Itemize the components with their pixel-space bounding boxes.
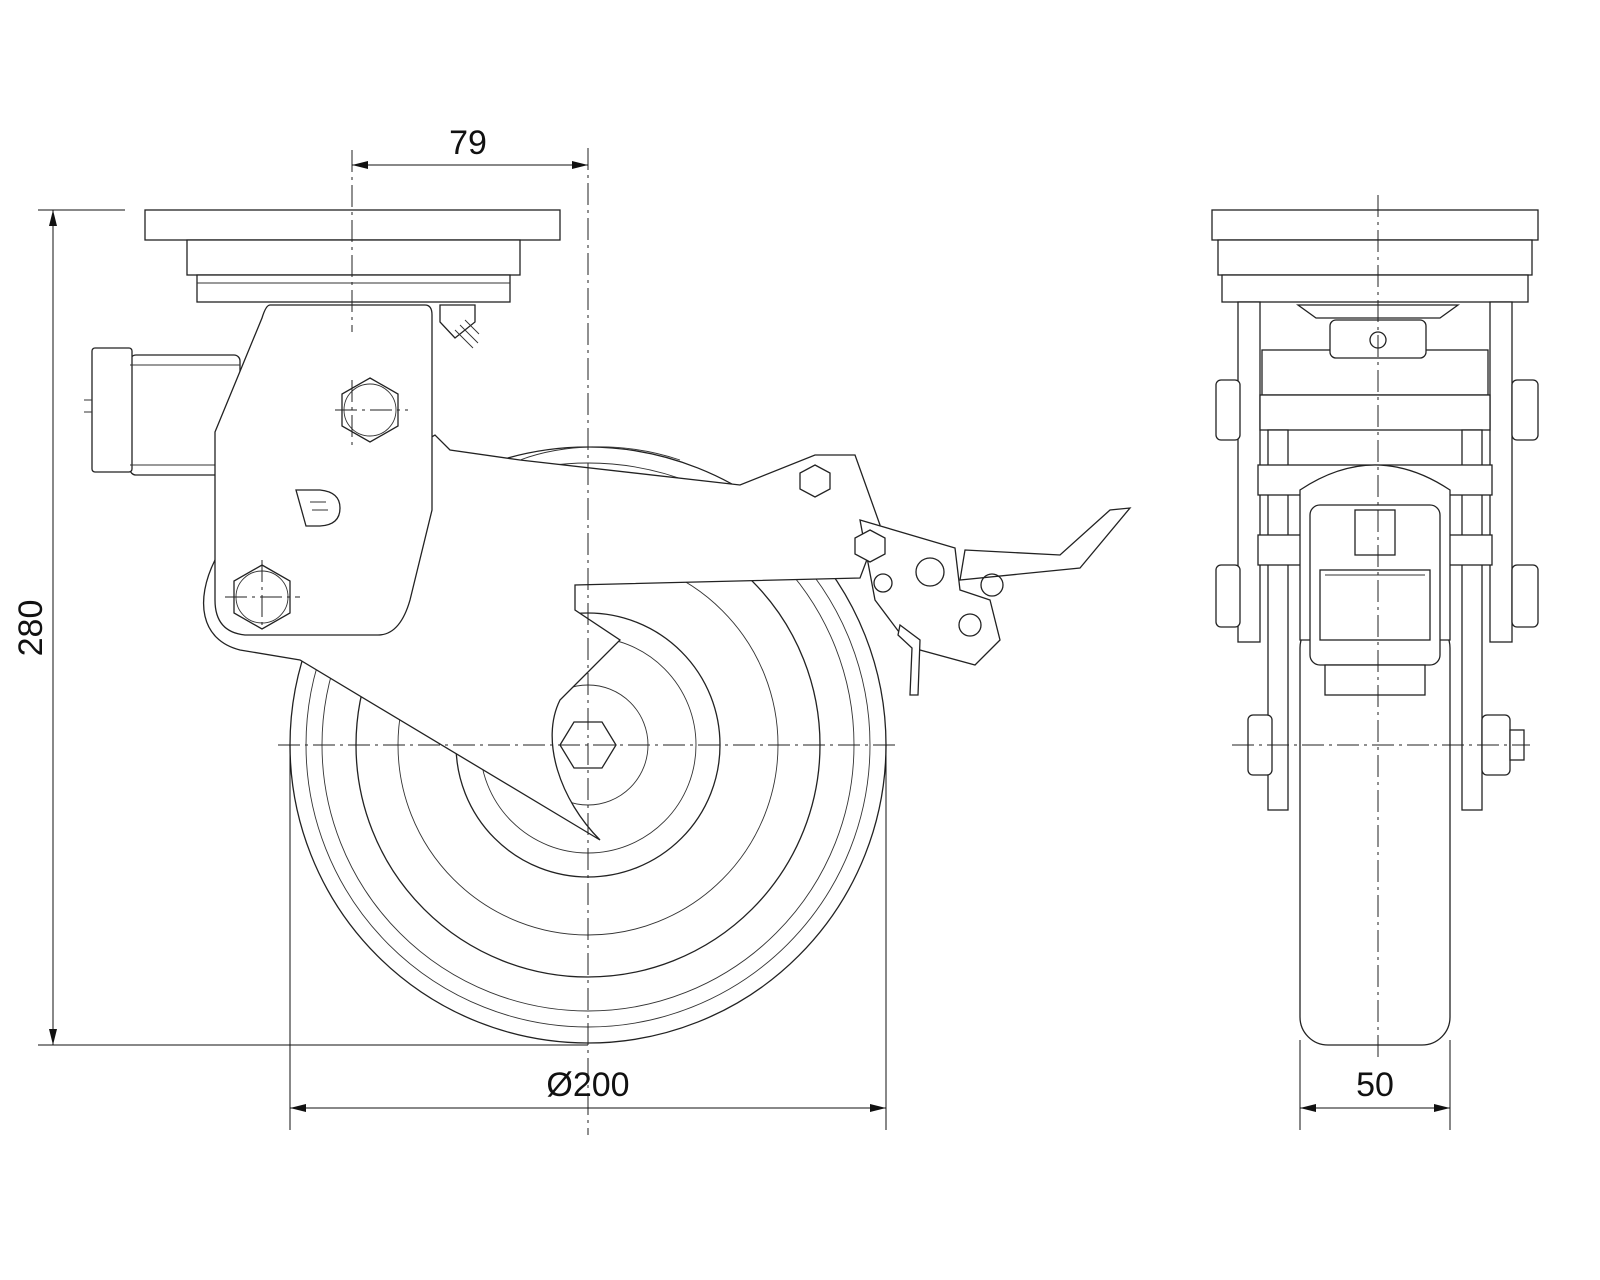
dimension-280-label: 280 [12, 600, 50, 657]
brand-logo [295, 489, 341, 527]
dimension-diameter-200: Ø200 [289, 745, 887, 1130]
dimension-50: 50 [1299, 1040, 1451, 1130]
spring-housing [84, 347, 241, 476]
brake-bolt-1 [799, 464, 831, 498]
dimension-diameter-label: Ø200 [546, 1066, 629, 1104]
dimension-79-label: 79 [449, 124, 487, 162]
fork-front [1237, 301, 1513, 811]
brake-bolt-2 [854, 529, 886, 563]
grease-nipple [439, 304, 480, 349]
side-view: 79 280 Ø200 [12, 124, 1132, 1135]
top-plate-front [1211, 209, 1539, 303]
front-view: 50 [1211, 195, 1539, 1130]
dimension-50-label: 50 [1356, 1066, 1394, 1104]
nuts-front [1215, 379, 1539, 776]
brake-mechanism [859, 507, 1132, 696]
dimension-280: 280 [12, 209, 588, 1046]
dimension-79: 79 [352, 124, 588, 169]
